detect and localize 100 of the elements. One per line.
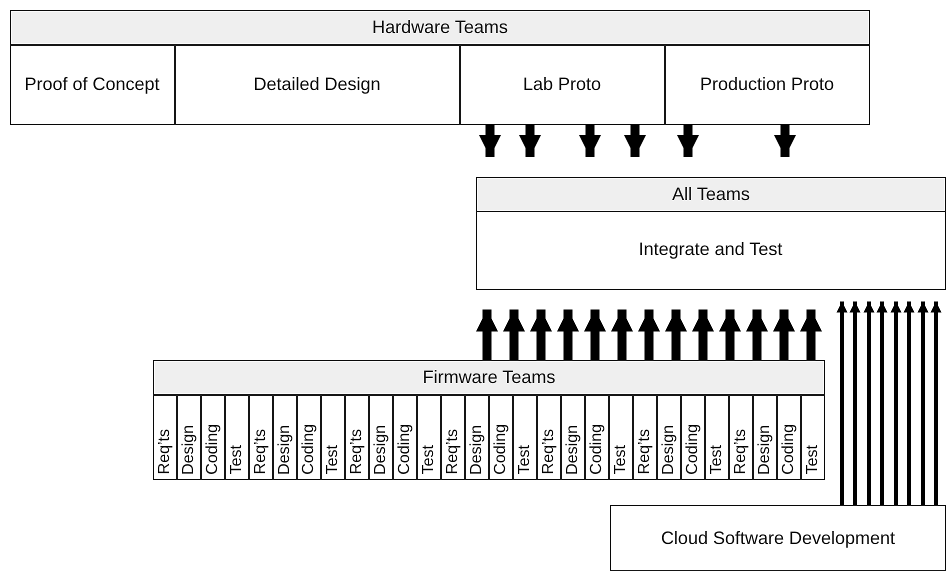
arrow xyxy=(774,124,796,157)
phase-column xyxy=(392,394,416,480)
phase-column xyxy=(296,394,320,480)
phase-label: Design xyxy=(564,424,582,474)
phase-label: Design xyxy=(372,424,390,474)
group-box xyxy=(153,360,825,480)
arrow xyxy=(773,310,795,360)
arrow xyxy=(557,310,579,360)
team-box xyxy=(610,505,946,571)
phase-label: Design xyxy=(276,424,294,474)
phase-column xyxy=(320,394,344,480)
phase-label: Test xyxy=(612,445,630,474)
phase-column xyxy=(368,394,392,480)
arrow xyxy=(638,310,660,360)
phase-label: Cloud Software Development xyxy=(660,526,896,550)
arrow xyxy=(904,302,914,505)
phase-label: Detailed Design xyxy=(252,73,382,96)
arrow xyxy=(719,310,741,360)
phase-column xyxy=(248,394,272,480)
phase-label: Req’ts xyxy=(636,429,654,474)
phase-column xyxy=(344,394,368,480)
phase-column xyxy=(776,394,800,480)
arrow xyxy=(503,310,525,360)
arrow xyxy=(530,310,552,360)
phase-label: Req’ts xyxy=(732,429,750,474)
phase-label: Coding xyxy=(684,424,702,474)
arrow xyxy=(918,302,928,505)
phase-label: Design xyxy=(660,424,678,474)
phase-label: Test xyxy=(804,445,822,474)
arrow xyxy=(930,302,942,505)
phase-label: Coding xyxy=(300,424,318,474)
phase-label: Test xyxy=(228,445,246,474)
phase-column xyxy=(440,394,464,480)
phase-label: Req’ts xyxy=(156,429,174,474)
arrow xyxy=(876,302,888,505)
phase-column xyxy=(416,394,440,480)
arrow xyxy=(624,124,646,157)
group-box xyxy=(10,10,870,125)
group-heading: Firmware Teams xyxy=(154,361,824,395)
arrow xyxy=(746,310,768,360)
group-heading: Hardware Teams xyxy=(11,11,869,45)
phase-label: Req’ts xyxy=(348,429,366,474)
phase-label: Lab Proto xyxy=(522,73,602,96)
phase-column xyxy=(176,394,200,480)
phase-column xyxy=(752,394,776,480)
phase-label: Req’ts xyxy=(252,429,270,474)
phase-label: Coding xyxy=(588,424,606,474)
arrow xyxy=(864,302,874,505)
phase-column xyxy=(224,394,248,480)
arrow xyxy=(836,302,848,505)
phase-column xyxy=(800,394,824,480)
phase-column xyxy=(584,394,608,480)
arrow xyxy=(890,302,902,505)
group-box xyxy=(476,177,946,290)
phase-label: Design xyxy=(468,424,486,474)
phase-label: Coding xyxy=(780,424,798,474)
phase-column xyxy=(536,394,560,480)
phase-box xyxy=(174,44,460,124)
phase-label: Coding xyxy=(492,424,510,474)
phase-column xyxy=(272,394,296,480)
phase-box xyxy=(10,44,174,124)
phase-box xyxy=(664,44,870,124)
arrow xyxy=(579,124,601,157)
phase-label: Req’ts xyxy=(540,429,558,474)
arrow xyxy=(476,310,498,360)
arrow xyxy=(850,302,860,505)
phase-label: Test xyxy=(516,445,534,474)
phase-column xyxy=(656,394,680,480)
phase-label: Design xyxy=(180,424,198,474)
phase-label: Design xyxy=(756,424,774,474)
phase-column xyxy=(680,394,704,480)
phase-column xyxy=(560,394,584,480)
arrow xyxy=(479,124,501,157)
phase-label: Test xyxy=(420,445,438,474)
task-label: Integrate and Test xyxy=(638,238,784,261)
phase-column xyxy=(152,394,176,480)
arrow xyxy=(665,310,687,360)
phase-column xyxy=(608,394,632,480)
group-heading: All Teams xyxy=(477,178,945,212)
phase-label: Coding xyxy=(396,424,414,474)
phase-label: Production Proto xyxy=(698,73,836,96)
phase-label: Proof of Concept xyxy=(23,73,161,96)
arrow xyxy=(677,124,699,157)
phase-column xyxy=(632,394,656,480)
arrow xyxy=(692,310,714,360)
phase-box xyxy=(460,44,664,124)
phase-column xyxy=(488,394,512,480)
phase-label: Test xyxy=(324,445,342,474)
arrow xyxy=(800,310,822,360)
arrow xyxy=(611,310,633,360)
phase-label: Test xyxy=(708,445,726,474)
phase-column xyxy=(464,394,488,480)
phase-column xyxy=(512,394,536,480)
phase-label: Req’ts xyxy=(444,429,462,474)
arrow xyxy=(584,310,606,360)
phase-column xyxy=(728,394,752,480)
phase-column xyxy=(704,394,728,480)
phase-label: Coding xyxy=(204,424,222,474)
phase-column xyxy=(200,394,224,480)
arrow xyxy=(519,124,541,157)
